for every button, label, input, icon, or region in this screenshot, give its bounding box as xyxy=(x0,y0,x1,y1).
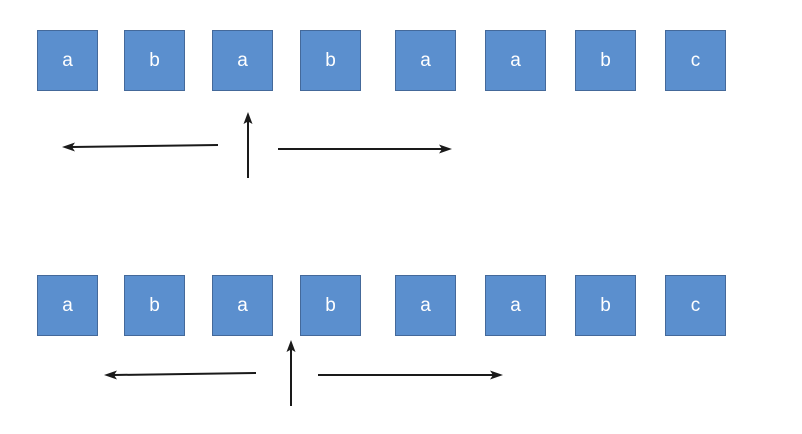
sequence-cell: b xyxy=(575,30,636,91)
sequence-cell: a xyxy=(485,30,546,91)
row-2-right-arrow xyxy=(318,370,503,380)
sequence-cell: a xyxy=(395,30,456,91)
row-1-left-arrow xyxy=(62,142,219,152)
sequence-cell: a xyxy=(212,275,273,336)
sequence-cell: b xyxy=(575,275,636,336)
row-1-right-arrow xyxy=(278,144,452,154)
row-2-up-arrow-pointer xyxy=(286,340,296,406)
row-1-up-arrow-pointer xyxy=(243,112,253,178)
sequence-cell: c xyxy=(665,275,726,336)
sequence-cell: a xyxy=(212,30,273,91)
sequence-cell: b xyxy=(300,275,361,336)
sequence-cell: b xyxy=(124,30,185,91)
row-2-left-arrow xyxy=(104,370,257,380)
sequence-cell: a xyxy=(37,30,98,91)
sequence-cell: b xyxy=(300,30,361,91)
sequence-cell: a xyxy=(37,275,98,336)
sequence-cell: a xyxy=(395,275,456,336)
sequence-cell: a xyxy=(485,275,546,336)
sequence-cell: c xyxy=(665,30,726,91)
sequence-cell: b xyxy=(124,275,185,336)
